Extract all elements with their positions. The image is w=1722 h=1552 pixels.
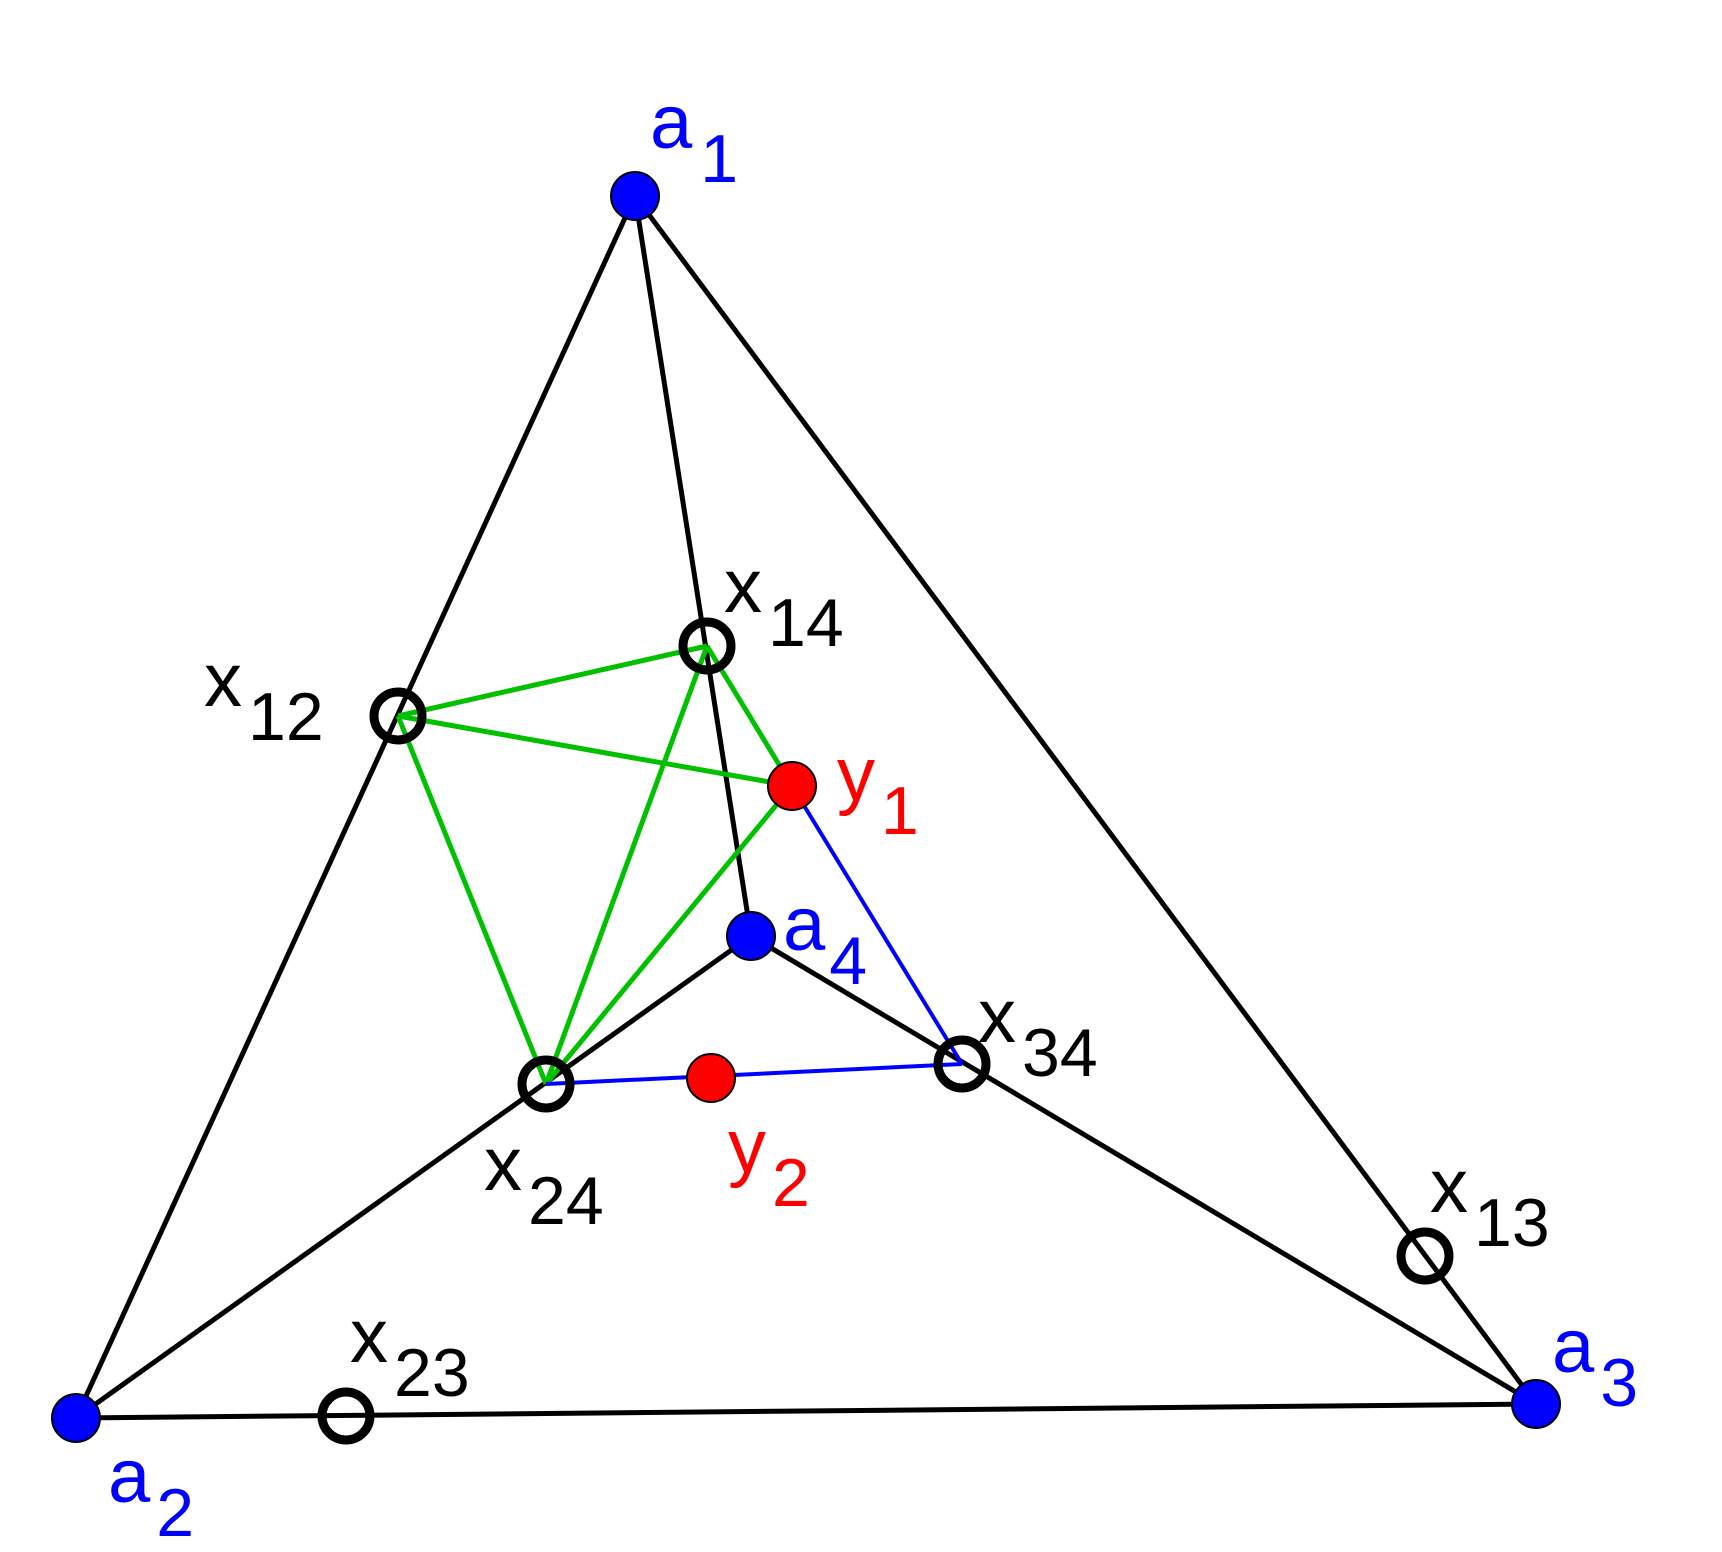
x-points xyxy=(317,617,1454,1445)
x14-label: x14 xyxy=(724,544,844,661)
a3-point xyxy=(1511,1379,1561,1429)
a-points xyxy=(51,171,1561,1443)
x34-label: x34 xyxy=(978,974,1098,1091)
y1-label: y1 xyxy=(837,732,919,849)
a4-label: a4 xyxy=(783,882,867,999)
x13-point xyxy=(1396,1227,1454,1285)
green-edge-x24-y1 xyxy=(544,784,794,1086)
a1-point xyxy=(610,171,660,221)
green-edge-x14-x24 xyxy=(543,645,710,1085)
x13-label: x13 xyxy=(1430,1144,1550,1261)
a3-label: a3 xyxy=(1552,1304,1638,1421)
a4-point xyxy=(726,911,776,961)
y1-point xyxy=(767,761,817,811)
a2-label: a2 xyxy=(108,1434,194,1551)
green-edge-x12-y1 xyxy=(397,713,793,789)
x12-point xyxy=(369,687,427,745)
y-points xyxy=(686,761,817,1103)
edge-a1-a2 xyxy=(73,194,638,1420)
x23-point xyxy=(317,1387,375,1445)
edge-a1-a3 xyxy=(632,194,1539,1406)
y2-point xyxy=(686,1053,736,1103)
x14-point xyxy=(678,617,736,675)
green-edges xyxy=(395,643,795,1086)
a2-point xyxy=(51,1393,101,1443)
blue-edges xyxy=(545,784,964,1086)
blue-edge-x24-x34 xyxy=(545,1062,963,1086)
x23-label: x23 xyxy=(350,1294,470,1411)
green-edge-x12-x14 xyxy=(397,643,708,719)
green-edge-x12-x24 xyxy=(395,715,549,1085)
edge-a1-a4 xyxy=(632,195,754,937)
x12-label: x12 xyxy=(204,638,324,755)
x24-point xyxy=(517,1055,575,1113)
edge-a2-a3 xyxy=(75,1401,1537,1421)
blue-edge-y1-x34 xyxy=(790,784,964,1066)
edge-a2-a4 xyxy=(74,933,753,1421)
x24-label: x24 xyxy=(484,1122,604,1239)
edge-a3-a4 xyxy=(749,933,1538,1407)
x34-point xyxy=(933,1035,991,1093)
y2-label: y2 xyxy=(728,1104,810,1221)
